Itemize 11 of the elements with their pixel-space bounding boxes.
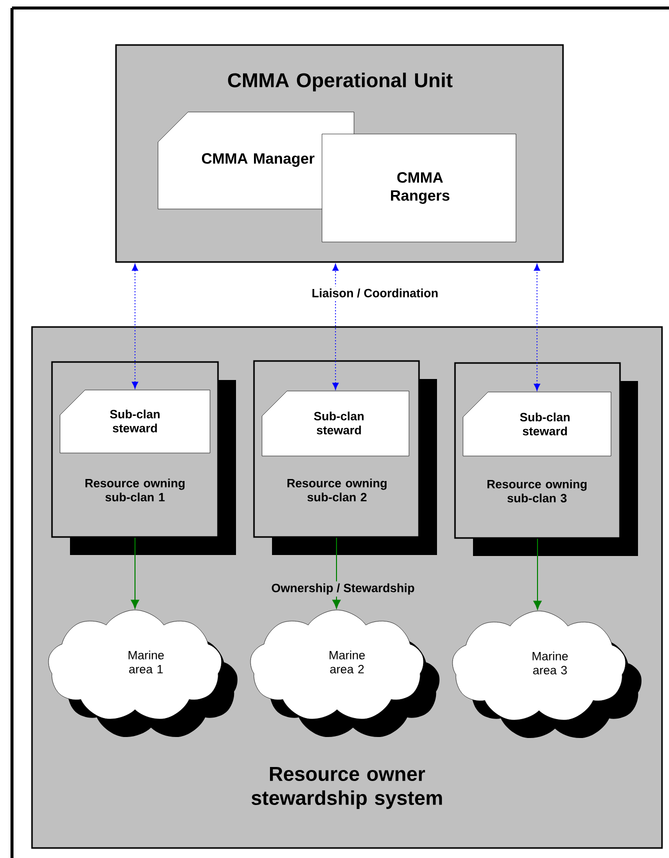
edge-label: Liaison / Coordination xyxy=(310,286,440,300)
card-box: Sub-clan steward xyxy=(462,392,612,456)
card-box: Sub-clan steward xyxy=(60,390,210,454)
arrow xyxy=(130,537,140,609)
process-box: CMMA Rangers xyxy=(322,134,516,242)
arrow xyxy=(332,264,339,390)
arrow xyxy=(132,264,138,389)
arrow xyxy=(533,538,542,610)
card-box: Sub-clan steward xyxy=(262,390,410,456)
edge-label: Ownership / Stewardship xyxy=(269,581,417,597)
arrow xyxy=(534,264,540,391)
